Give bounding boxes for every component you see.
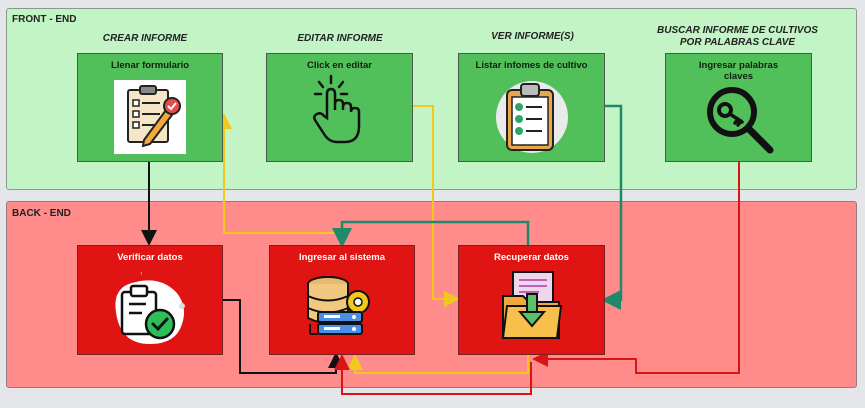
card-recuperar-datos[interactable]: Recuperar datos	[458, 245, 605, 355]
card-ingresar-palabras-label: Ingresar palabras claves	[698, 60, 779, 82]
card-llenar-formulario-label: Llenar formulario	[110, 60, 190, 71]
column-title-ver: VER INFORME(S)	[491, 31, 574, 42]
frontend-lane-title: FRONT - END	[12, 14, 77, 25]
column-title-buscar-line2: POR PALABRAS CLAVE	[679, 37, 796, 48]
card-llenar-formulario[interactable]: Llenar formulario	[77, 53, 223, 162]
checklist-icon	[495, 80, 569, 154]
card-ingresar-palabras[interactable]: Ingresar palabras claves	[665, 53, 812, 162]
column-title-buscar-line1: BUSCAR INFORME DE CULTIVOS	[657, 25, 818, 36]
card-verificar-datos-label: Verificar datos	[117, 252, 183, 263]
card-listar-informes-label: Listar infomes de cultivo	[475, 60, 588, 71]
card-click-editar[interactable]: Click en editar	[266, 53, 413, 162]
card-verificar-datos[interactable]: Verificar datos !	[77, 245, 223, 355]
verify-clipboard-icon: !	[106, 270, 190, 348]
card-listar-informes[interactable]: Listar infomes de cultivo	[458, 53, 605, 162]
column-title-buscar: BUSCAR INFORME DE CULTIVOS POR PALABRAS …	[640, 25, 835, 49]
card-ingresar-sistema[interactable]: Ingresar al sistema	[269, 245, 415, 355]
download-folder-icon	[499, 268, 565, 344]
card-ingresar-sistema-label: Ingresar al sistema	[298, 252, 386, 263]
search-key-icon	[700, 82, 778, 156]
card-recuperar-datos-label: Recuperar datos	[494, 252, 569, 263]
form-edit-icon	[114, 80, 186, 154]
card-click-editar-label: Click en editar	[307, 60, 372, 71]
column-title-editar: EDITAR INFORME	[297, 33, 383, 44]
database-server-icon	[304, 272, 380, 346]
svg-text:!: !	[140, 272, 142, 277]
backend-lane-title: BACK - END	[12, 208, 71, 219]
column-title-crear: CREAR INFORME	[102, 33, 188, 44]
click-hand-icon	[309, 72, 373, 146]
